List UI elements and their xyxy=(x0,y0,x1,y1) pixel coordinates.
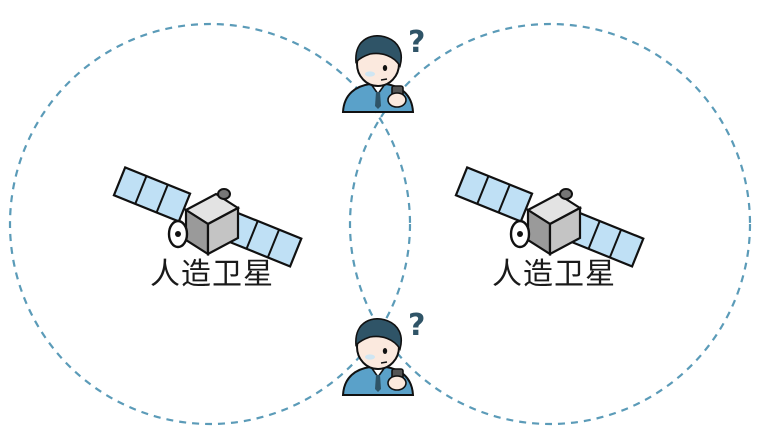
satellite-icon-left xyxy=(112,166,303,268)
coverage-circles xyxy=(8,22,752,426)
satellite-label-left: 人造卫星 xyxy=(150,257,274,292)
satellite-label-right: 人造卫星 xyxy=(492,257,616,292)
satellite-icon-right xyxy=(454,166,645,268)
question-mark-top: ? xyxy=(408,25,425,60)
coverage-circle-right xyxy=(348,22,752,426)
person-icon-top: ? xyxy=(342,25,425,113)
person-icon-bottom: ? xyxy=(342,308,425,396)
coverage-circle-left xyxy=(8,22,412,426)
question-mark-bottom: ? xyxy=(408,308,425,343)
